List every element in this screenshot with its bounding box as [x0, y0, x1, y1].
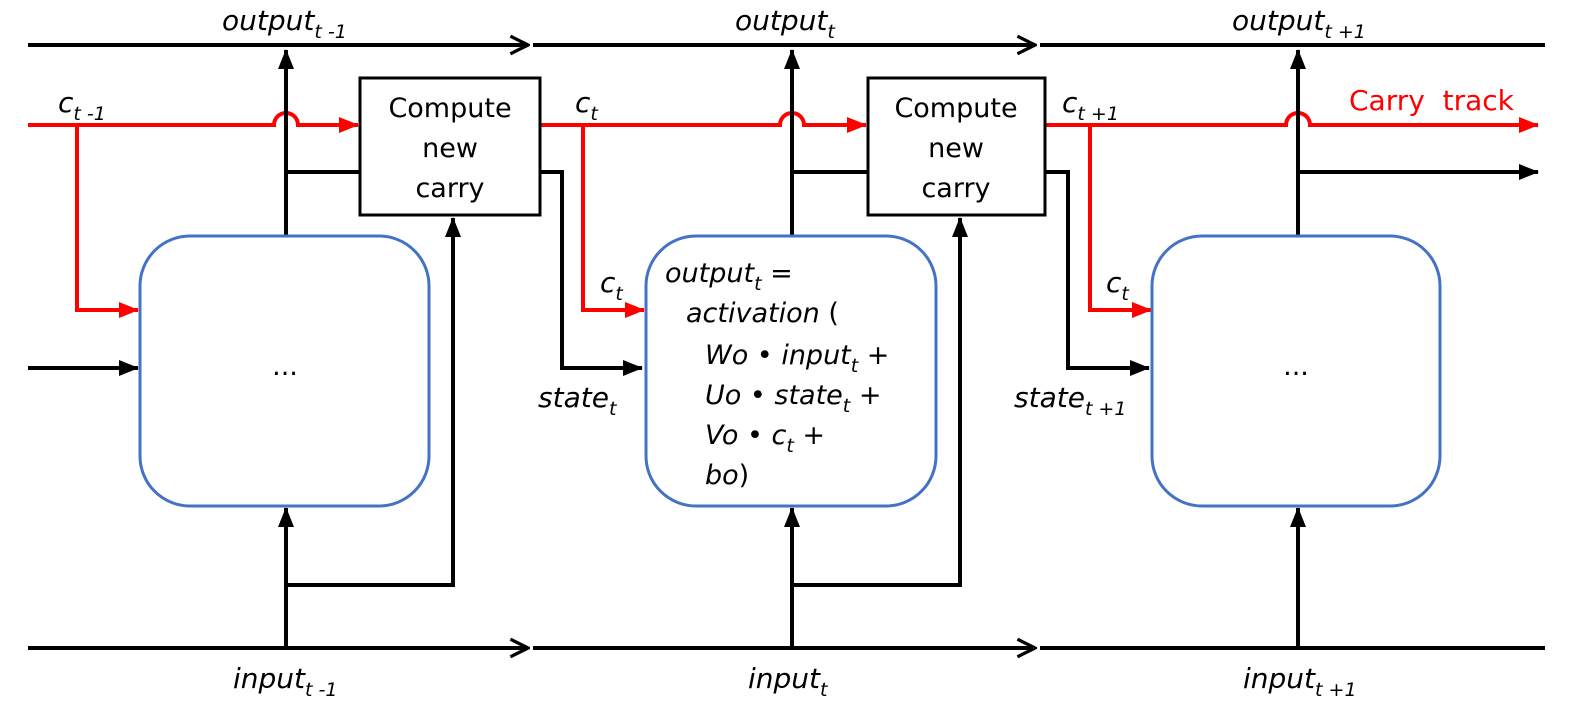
- eq-line5-sub: t: [786, 435, 795, 457]
- output-prev-label: outputt -1: [222, 4, 347, 43]
- eq-line2-rest: (: [820, 298, 839, 329]
- compute-box-1-line1: Compute: [388, 93, 511, 124]
- cell-3: [1150, 234, 1442, 508]
- output-cur-sub: t: [827, 21, 836, 43]
- c-in-sub: t: [615, 283, 624, 305]
- state-next-base: state: [1014, 381, 1085, 414]
- cell-2-equation: outputt = activation ( Wo • inputt + Uo …: [665, 258, 889, 491]
- eq-line3-rest: +: [858, 340, 889, 371]
- eq-line4-b: state: [774, 380, 842, 411]
- input-cur-sub: t: [820, 679, 829, 701]
- c-prev-label: ct -1: [58, 86, 106, 125]
- output-next-base: output: [1232, 4, 1325, 37]
- c-next-label: ct +1: [1062, 86, 1119, 125]
- input-next-sub: t +1: [1315, 679, 1357, 701]
- output-cur-label: outputt: [735, 4, 836, 43]
- eq-line3-sub: t: [851, 355, 860, 377]
- cell-output-connectors: [278, 49, 1306, 236]
- eq-line2: activation: [686, 298, 820, 329]
- input-next-base: input: [1243, 662, 1316, 695]
- state-cur-base: state: [538, 381, 609, 414]
- eq-line1-sub: t: [754, 273, 763, 295]
- c-next-base: c: [1062, 86, 1078, 119]
- output-next-sub: t +1: [1324, 21, 1366, 43]
- svg-text:Uo • statet +: Uo • statet +: [705, 380, 881, 417]
- svg-text:Vo • ct +: Vo • ct +: [705, 420, 825, 457]
- eq-line3-a: Wo: [705, 340, 748, 371]
- compute-box-1-line2: new: [422, 133, 478, 164]
- input-prev-sub: t -1: [305, 679, 337, 701]
- svg-text:outputt =: outputt =: [665, 258, 793, 295]
- cell-1-ellipsis: ...: [272, 351, 298, 382]
- eq-line5-dot: •: [738, 420, 771, 451]
- eq-line4-a: Uo: [705, 380, 741, 411]
- c-cur-label: ct: [575, 86, 599, 125]
- state-connectors: [28, 170, 1150, 376]
- output-next-label: outputt +1: [1232, 4, 1366, 43]
- input-connectors: [278, 217, 1306, 648]
- cell-2: [644, 234, 938, 508]
- state-cur-label: statet: [538, 381, 618, 420]
- c-in2-base: c: [1106, 266, 1122, 299]
- eq-line6-rest: ): [739, 460, 750, 491]
- eq-line5-a: Vo: [705, 420, 738, 451]
- output-prev-base: output: [222, 4, 315, 37]
- compute-box-2-line3: carry: [921, 173, 990, 204]
- eq-line4-dot: •: [741, 380, 774, 411]
- compute-box-1-line3: carry: [415, 173, 484, 204]
- c-in-label: ct: [600, 266, 624, 305]
- output-prev-sub: t -1: [314, 21, 346, 43]
- c-in-base: c: [600, 266, 616, 299]
- compute-box-2-line1: Compute: [894, 93, 1017, 124]
- c-cur-sub: t: [590, 103, 599, 125]
- input-cur-label: inputt: [748, 662, 829, 701]
- eq-line5-b: c: [772, 420, 787, 451]
- svg-text:activation (: activation (: [686, 298, 839, 329]
- c-cur-base: c: [575, 86, 591, 119]
- output-cur-base: output: [735, 4, 828, 37]
- svg-text:bo): bo): [705, 460, 749, 491]
- cell-3-ellipsis: ...: [1283, 351, 1309, 382]
- c-in2-sub: t: [1121, 283, 1130, 305]
- compute-box-2-line2: new: [928, 133, 984, 164]
- compute-box-1: Compute new carry: [358, 76, 542, 217]
- c-prev-base: c: [58, 86, 74, 119]
- eq-line4-rest: +: [850, 380, 881, 411]
- input-cur-base: input: [748, 662, 821, 695]
- eq-line3-b: input: [781, 340, 852, 371]
- carry-track-label: Carry track: [1349, 84, 1515, 117]
- state-next-label: statet +1: [1014, 381, 1126, 420]
- eq-line5-rest: +: [794, 420, 825, 451]
- eq-line3-dot: •: [748, 340, 781, 371]
- eq-line1-rest: =: [762, 258, 793, 289]
- eq-line6-a: bo: [705, 460, 739, 491]
- state-next-sub: t +1: [1085, 398, 1127, 420]
- input-prev-label: inputt -1: [233, 662, 337, 701]
- input-next-label: inputt +1: [1243, 662, 1357, 701]
- cell-1: [138, 234, 431, 508]
- c-prev-sub: t -1: [73, 103, 105, 125]
- compute-box-2: Compute new carry: [866, 76, 1047, 217]
- state-cur-sub: t: [609, 398, 618, 420]
- input-prev-base: input: [233, 662, 306, 695]
- c-next-sub: t +1: [1077, 103, 1119, 125]
- eq-line1-base: output: [665, 258, 755, 289]
- eq-line4-sub: t: [843, 395, 852, 417]
- svg-text:Wo • inputt +: Wo • inputt +: [705, 340, 889, 377]
- c-in2-label: ct: [1106, 266, 1130, 305]
